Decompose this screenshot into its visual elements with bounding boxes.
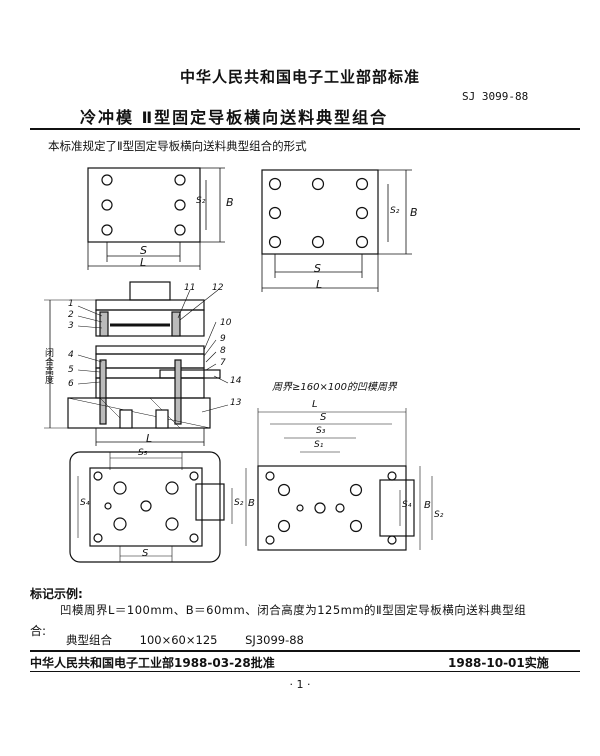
example-heading: 标记示例:: [30, 587, 83, 601]
dim-b-bottom-right: B: [424, 500, 431, 511]
part-label-5: 5: [68, 365, 74, 375]
part-label-13: 13: [230, 398, 242, 408]
part-label-4: 4: [68, 350, 74, 360]
dim-s-right: S: [314, 262, 321, 275]
part-label-9: 9: [220, 334, 226, 344]
document-title: 冷冲模 Ⅱ型固定导板横向送料典型组合: [80, 108, 389, 127]
part-label-12: 12: [212, 283, 224, 293]
effective-date: 1988-10-01实施: [448, 656, 549, 670]
part-label-1: 1: [68, 299, 74, 309]
footer-divider: [30, 650, 580, 652]
plan-view-left: [87, 167, 225, 270]
example-label: 典型组合: [66, 633, 112, 647]
dim-l-bottom-right: L: [312, 399, 318, 410]
standard-code: SJ 3099-88: [462, 90, 529, 103]
technical-drawing: [44, 167, 433, 563]
example-description: 凹模周界L＝100mm、B＝60mm、闭合高度为125mm的Ⅱ型固定导板横向送料…: [60, 603, 527, 617]
part-label-10: 10: [220, 318, 232, 328]
plan-view-right: [261, 169, 412, 292]
part-label-3: 3: [68, 321, 74, 331]
organization-header: 中华人民共和国电子工业部部标准: [179, 68, 420, 86]
part-label-7: 7: [220, 358, 226, 368]
dim-s2-bottom-right: S₂: [434, 510, 444, 520]
dim-s-left: S: [140, 244, 147, 257]
footer-divider-lower: [30, 671, 580, 672]
page-number: · 1 ·: [289, 678, 311, 691]
dim-s4-bottom-left: S₄: [80, 498, 90, 508]
dim-b-bottom-left: B: [248, 498, 255, 509]
dim-b-right: B: [410, 206, 418, 219]
example-marking: 典型组合 100×60×125 SJ3099-88: [66, 632, 328, 648]
part-label-6: 6: [68, 379, 74, 389]
part-label-2: 2: [68, 310, 74, 320]
part-label-11: 11: [184, 283, 196, 293]
closed-height-label: 闭合高度: [43, 348, 53, 384]
dim-s1-bottom-right: S₁: [314, 440, 324, 450]
dim-s5-bottom-left: S₅: [138, 448, 148, 458]
title-divider: [30, 128, 580, 130]
dim-s2-bottom-left: S₂: [234, 498, 244, 508]
dim-s-bottom-left: S: [142, 548, 149, 559]
bottom-plan-right: [257, 408, 433, 551]
example-value: 100×60×125: [139, 633, 218, 647]
example-description-end: 合:: [30, 624, 47, 638]
scope-statement: 本标准规定了Ⅱ型固定导板横向送料典型组合的形式: [48, 139, 307, 153]
dim-l-section: L: [146, 432, 153, 445]
part-label-8: 8: [220, 346, 226, 356]
dim-l-right: L: [316, 278, 323, 291]
dim-s-bottom-right: S: [320, 412, 327, 423]
dim-s2-left: S₂: [196, 196, 206, 206]
dim-l-left: L: [140, 256, 147, 269]
dim-s2-right: S₂: [390, 206, 400, 216]
dim-b-left: B: [226, 196, 234, 209]
example-standard: SJ3099-88: [245, 633, 304, 647]
dim-s3-bottom-right: S₃: [316, 426, 326, 436]
perimeter-note: 周界≥160×100的凹模周界: [272, 382, 397, 393]
approval-note: 中华人民共和国电子工业部1988-03-28批准: [30, 656, 275, 670]
bottom-plan-left: [69, 451, 247, 563]
part-label-14: 14: [230, 376, 242, 386]
dim-s4-bottom-right: S₄: [402, 500, 412, 510]
section-view: [44, 281, 229, 446]
